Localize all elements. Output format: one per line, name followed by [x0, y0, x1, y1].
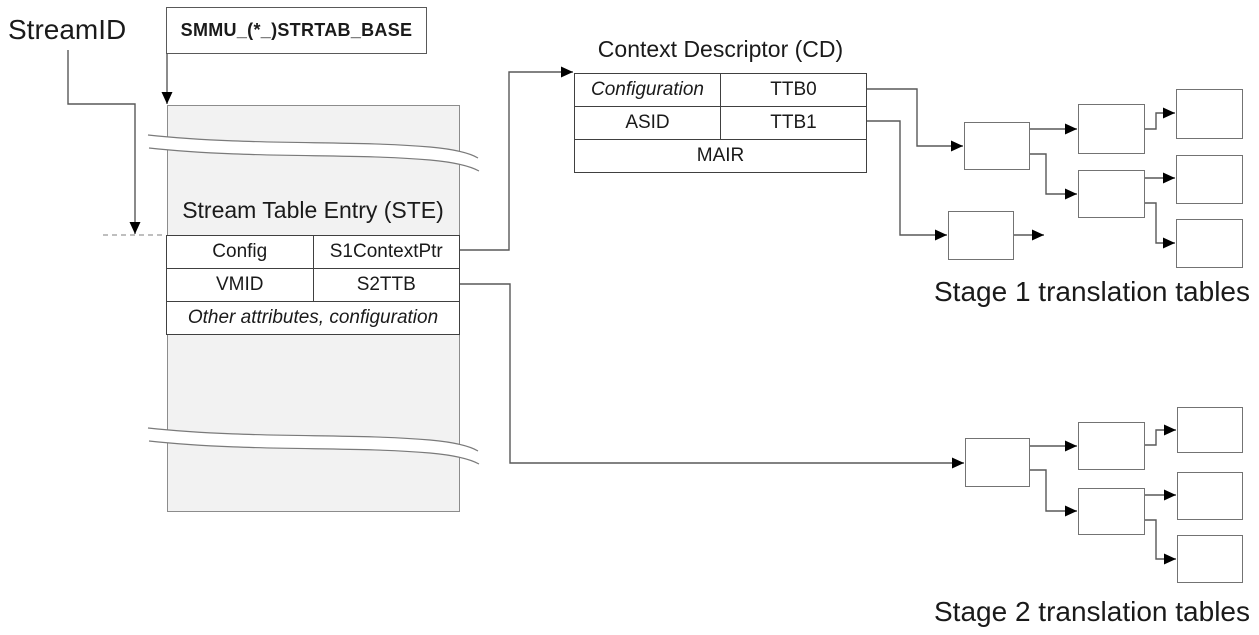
cd-cell-ttb0: TTB0 [770, 79, 817, 100]
stage2-l2a-to-l3a-arrow [1145, 424, 1176, 446]
stage2-level1-table-box [965, 438, 1030, 487]
stage1-label: Stage 1 translation tables [934, 276, 1250, 307]
ste-row-1: Config S1ContextPtr [167, 236, 459, 269]
ste-cell-s2ttb: S2TTB [356, 274, 416, 295]
s1contextptr-to-cd-arrow [460, 66, 573, 251]
ste-row-2: VMID S2TTB [167, 269, 459, 302]
strtab-base-register-label: SMMU_(*_)STRTAB_BASE [180, 20, 413, 40]
stage1-level1-table-box [964, 122, 1030, 170]
strtab-base-register-box: SMMU_(*_)STRTAB_BASE [166, 7, 427, 54]
stage1-ttb1-table-box [948, 211, 1014, 260]
stage2-level3c-table-box [1177, 535, 1243, 583]
stage1-level3c-table-box [1176, 219, 1243, 268]
cd-cell-ttb1: TTB1 [770, 112, 817, 133]
stage2-l2b-to-l3c-arrow [1145, 519, 1176, 565]
cd-cell-mair: MAIR [696, 145, 745, 166]
ste-cell-s1contextptr: S1ContextPtr [329, 241, 443, 262]
stage1-l2b-to-l3c-arrow [1145, 202, 1175, 249]
s2ttb-to-stage2-arrow [460, 283, 964, 469]
ste-table: Config S1ContextPtr VMID S2TTB Other att… [166, 235, 460, 335]
cd-row-2: ASID TTB1 [575, 107, 866, 140]
cd-table: Configuration TTB0 ASID TTB1 MAIR [574, 73, 867, 173]
stage1-l1-to-l2b-arrow [1030, 153, 1077, 200]
ste-cell-vmid: VMID [167, 269, 314, 301]
stage2-l1-to-l2b-arrow [1030, 469, 1077, 517]
stage1-l2a-to-l3a-arrow [1145, 107, 1175, 130]
stage2-label: Stage 2 translation tables [934, 596, 1250, 627]
streamid-label: StreamID [8, 14, 127, 45]
ste-cell-config: Config [167, 236, 314, 268]
stage1-level2b-table-box [1078, 170, 1145, 218]
cd-row-3: MAIR [575, 140, 866, 172]
stage1-level2a-table-box [1078, 104, 1145, 154]
stage2-level2b-table-box [1078, 488, 1145, 535]
cd-row-1: Configuration TTB0 [575, 74, 866, 107]
stage2-level3a-table-box [1177, 407, 1243, 453]
ste-cell-other-attributes: Other attributes, configuration [187, 307, 439, 328]
stage1-level3a-table-box [1176, 89, 1243, 139]
cd-title: Context Descriptor (CD) [597, 36, 844, 62]
streamid-index-arrow [67, 50, 141, 234]
stage2-level3b-table-box [1177, 472, 1243, 520]
ste-title: Stream Table Entry (STE) [182, 197, 444, 223]
ttb0-to-stage1-arrow [867, 88, 963, 152]
stage1-level3b-table-box [1176, 155, 1243, 204]
ste-row-3: Other attributes, configuration [167, 302, 459, 334]
cd-cell-configuration: Configuration [575, 74, 721, 106]
cd-cell-asid: ASID [575, 107, 721, 139]
ttb1-to-stage1-arrow [867, 120, 947, 241]
stage2-level2a-table-box [1078, 422, 1145, 470]
